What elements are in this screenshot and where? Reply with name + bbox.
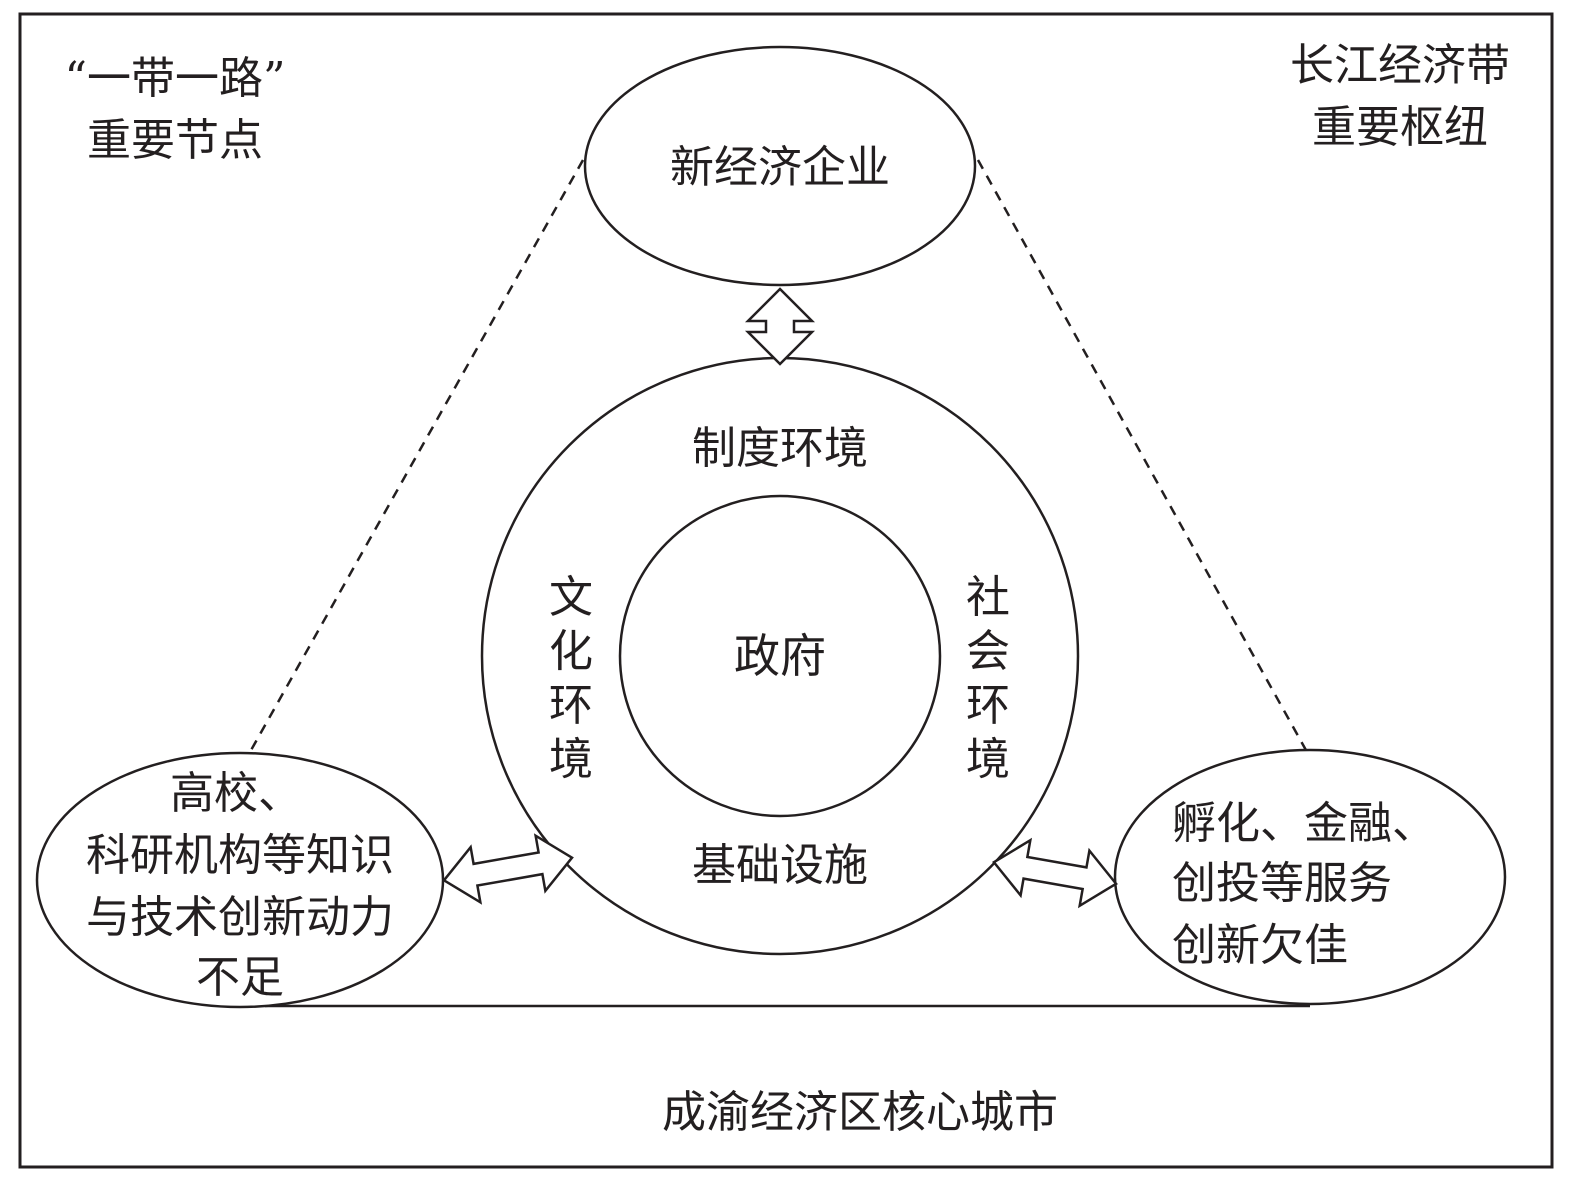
dashed-connector-left (248, 159, 585, 753)
ring-label-institutional: 制度环境 (692, 423, 868, 474)
corner-label-top-right-line-2: 重要枢纽 (1312, 102, 1488, 153)
node-left-label: 高校、 科研机构等知识 与技术创新动力 不足 (86, 768, 394, 1003)
bottom-label-core-city: 成渝经济区核心城市 (662, 1087, 1058, 1138)
node-right-line-3: 创新欠佳 (1172, 920, 1348, 971)
ring-label-cultural: 文 化 环 境 (549, 572, 593, 785)
corner-label-top-left-line-1: “一带一路” (65, 53, 286, 104)
ring-label-cultural-char-2: 化 (549, 626, 593, 677)
node-right-line-2: 创投等服务 (1172, 858, 1392, 909)
corner-label-top-left-line-2: 重要节点 (87, 115, 263, 166)
node-left-line-3: 与技术创新动力 (86, 892, 394, 943)
double-arrow-top (744, 287, 816, 366)
ring-label-cultural-char-3: 环 (549, 680, 593, 731)
ring-label-social-char-2: 会 (966, 626, 1010, 677)
node-top-ellipse (583, 45, 977, 287)
corner-label-yangtze-belt: 长江经济带 重要枢纽 (1290, 40, 1510, 153)
ring-label-social: 社 会 环 境 (966, 572, 1010, 785)
outer-frame (18, 12, 1554, 1169)
ring-label-social-char-1: 社 (966, 572, 1010, 623)
node-left-line-4: 不足 (196, 952, 284, 1003)
corner-label-belt-and-road: “一带一路” 重要节点 (65, 53, 286, 166)
node-top-label: 新经济企业 (670, 142, 890, 193)
ring-label-cultural-char-4: 境 (549, 734, 593, 785)
center-label-government: 政府 (734, 629, 826, 683)
ring-label-social-char-4: 境 (966, 734, 1010, 785)
corner-label-top-right-line-1: 长江经济带 (1290, 40, 1510, 91)
double-arrow-left (442, 833, 574, 905)
node-right-label: 孵化、金融、 创投等服务 创新欠佳 (1172, 798, 1436, 971)
ring-label-infrastructure: 基础设施 (692, 840, 868, 891)
double-arrow-right (992, 837, 1118, 909)
ring-label-social-char-3: 环 (966, 680, 1010, 731)
dashed-connector-right (976, 159, 1309, 753)
node-right-ellipse (1113, 748, 1507, 1006)
ring-label-cultural-char-1: 文 (549, 572, 593, 623)
node-left-line-1: 高校、 (170, 768, 302, 819)
node-right-line-1: 孵化、金融、 (1172, 798, 1436, 849)
government-circle (618, 494, 942, 818)
node-left-line-2: 科研机构等知识 (86, 830, 394, 881)
